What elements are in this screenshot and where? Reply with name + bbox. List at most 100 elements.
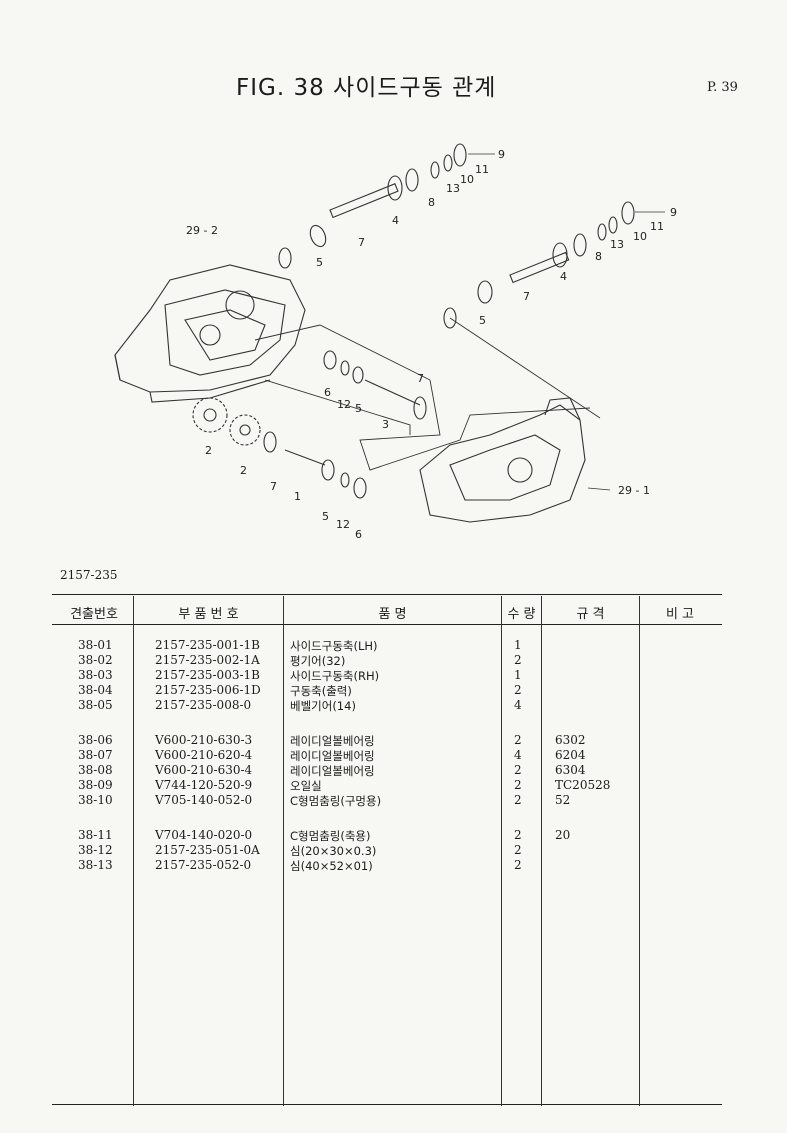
spur-gears <box>192 397 367 499</box>
callout-12-lower: 12 <box>336 518 350 531</box>
callout-11-right: 11 <box>650 220 664 233</box>
callout-11: 11 <box>475 163 489 176</box>
cell-no: 38-05 <box>78 698 113 712</box>
callout-5: 5 <box>316 256 323 269</box>
table-row: 38-09 V744-120-520-9 오일실 2 TC20528 <box>0 778 787 793</box>
cell-qty: 2 <box>514 653 522 667</box>
callout-2: 2 <box>205 444 212 457</box>
table-row: 38-10 V705-140-052-0 C형멈춤링(구멍용) 2 52 <box>0 793 787 808</box>
callout-5-lower: 5 <box>322 510 329 523</box>
transmission-housing-left <box>114 264 306 403</box>
cell-part: 2157-235-052-0 <box>155 858 252 872</box>
cell-name: 베벨기어(14) <box>290 699 356 713</box>
cell-no: 38-10 <box>78 793 113 807</box>
cell-qty: 4 <box>514 698 522 712</box>
header-quantity: 수 량 <box>507 607 536 622</box>
callout-7-right: 7 <box>523 290 530 303</box>
upper-shaft-right <box>443 201 635 329</box>
group-code: 2157-235 <box>60 568 118 582</box>
cell-no: 38-09 <box>78 778 113 792</box>
cell-name: 구동축(출력) <box>290 684 352 698</box>
cell-name: 레이디얼볼베어링 <box>290 749 375 763</box>
callout-6: 6 <box>324 386 331 399</box>
callout-5-mid: 5 <box>355 402 362 415</box>
header-part-name: 품 명 <box>378 607 407 622</box>
exploded-parts-diagram: 9 11 10 13 8 4 7 5 29 - 2 9 11 10 13 8 4… <box>114 143 677 541</box>
page-number: P. 39 <box>707 80 738 95</box>
callout-10-right: 10 <box>633 230 647 243</box>
cell-spec: 6302 <box>555 733 586 747</box>
cell-no: 38-03 <box>78 668 113 682</box>
cell-name: 심(20×30×0.3) <box>290 844 377 858</box>
cell-no: 38-11 <box>78 828 113 842</box>
column-divider <box>133 596 134 1106</box>
callout-10: 10 <box>460 173 474 186</box>
cell-no: 38-01 <box>78 638 113 652</box>
cell-spec: TC20528 <box>555 778 611 792</box>
callout-4-right: 4 <box>560 270 567 283</box>
table-row: 38-05 2157-235-008-0 베벨기어(14) 4 <box>0 698 787 713</box>
cell-qty: 2 <box>514 793 522 807</box>
column-divider <box>541 596 542 1106</box>
cell-part: 2157-235-003-1B <box>155 668 260 682</box>
callout-3: 3 <box>382 418 389 431</box>
callout-7-mid: 7 <box>417 372 424 385</box>
callout-12: 12 <box>337 398 351 411</box>
cell-part: 2157-235-002-1A <box>155 653 260 667</box>
cell-name: 오일실 <box>290 779 322 793</box>
cell-qty: 2 <box>514 858 522 872</box>
callout-8: 8 <box>428 196 435 209</box>
cell-qty: 1 <box>514 668 522 682</box>
cell-qty: 1 <box>514 638 522 652</box>
cell-part: V704-140-020-0 <box>155 828 253 842</box>
cell-name: 심(40×52×01) <box>290 859 373 873</box>
callout-29-2: 29 - 2 <box>186 224 218 237</box>
table-top-rule <box>52 594 722 595</box>
cell-qty: 2 <box>514 828 522 842</box>
header-part-number: 부 품 번 호 <box>178 607 239 622</box>
callout-2-b: 2 <box>240 464 247 477</box>
callout-9: 9 <box>498 148 505 161</box>
callout-7: 7 <box>358 236 365 249</box>
cell-part: V744-120-520-9 <box>155 778 253 792</box>
figure-title: FIG. 38 사이드구동 관계 <box>236 75 497 101</box>
callout-4: 4 <box>392 214 399 227</box>
cell-spec: 6304 <box>555 763 586 777</box>
transmission-housing-right <box>419 397 586 523</box>
cell-qty: 4 <box>514 748 522 762</box>
cell-qty: 2 <box>514 683 522 697</box>
cell-part: 2157-235-001-1B <box>155 638 260 652</box>
column-divider <box>283 596 284 1106</box>
cell-name: C형멈춤링(구멍용) <box>290 794 382 808</box>
cell-part: V600-210-630-4 <box>155 763 253 777</box>
callout-13-right: 13 <box>610 238 624 251</box>
cell-qty: 2 <box>514 843 522 857</box>
cell-part: V600-210-630-3 <box>155 733 253 747</box>
cell-spec: 52 <box>555 793 571 807</box>
cell-name: C형멈춤링(축용) <box>290 829 371 843</box>
callout-1: 1 <box>294 490 301 503</box>
cell-no: 38-06 <box>78 733 113 747</box>
cell-part: V705-140-052-0 <box>155 793 253 807</box>
table-header-rule <box>52 624 722 625</box>
callout-7-lower: 7 <box>270 480 277 493</box>
cell-qty: 2 <box>514 733 522 747</box>
cell-spec: 6204 <box>555 748 586 762</box>
header-remarks: 비 고 <box>665 607 695 622</box>
column-divider <box>639 596 640 1106</box>
cell-part: 2157-235-008-0 <box>155 698 252 712</box>
header-index: 견출번호 <box>70 607 118 622</box>
callout-8-right: 8 <box>595 250 602 263</box>
cell-part: V600-210-620-4 <box>155 748 253 762</box>
cell-qty: 2 <box>514 778 522 792</box>
